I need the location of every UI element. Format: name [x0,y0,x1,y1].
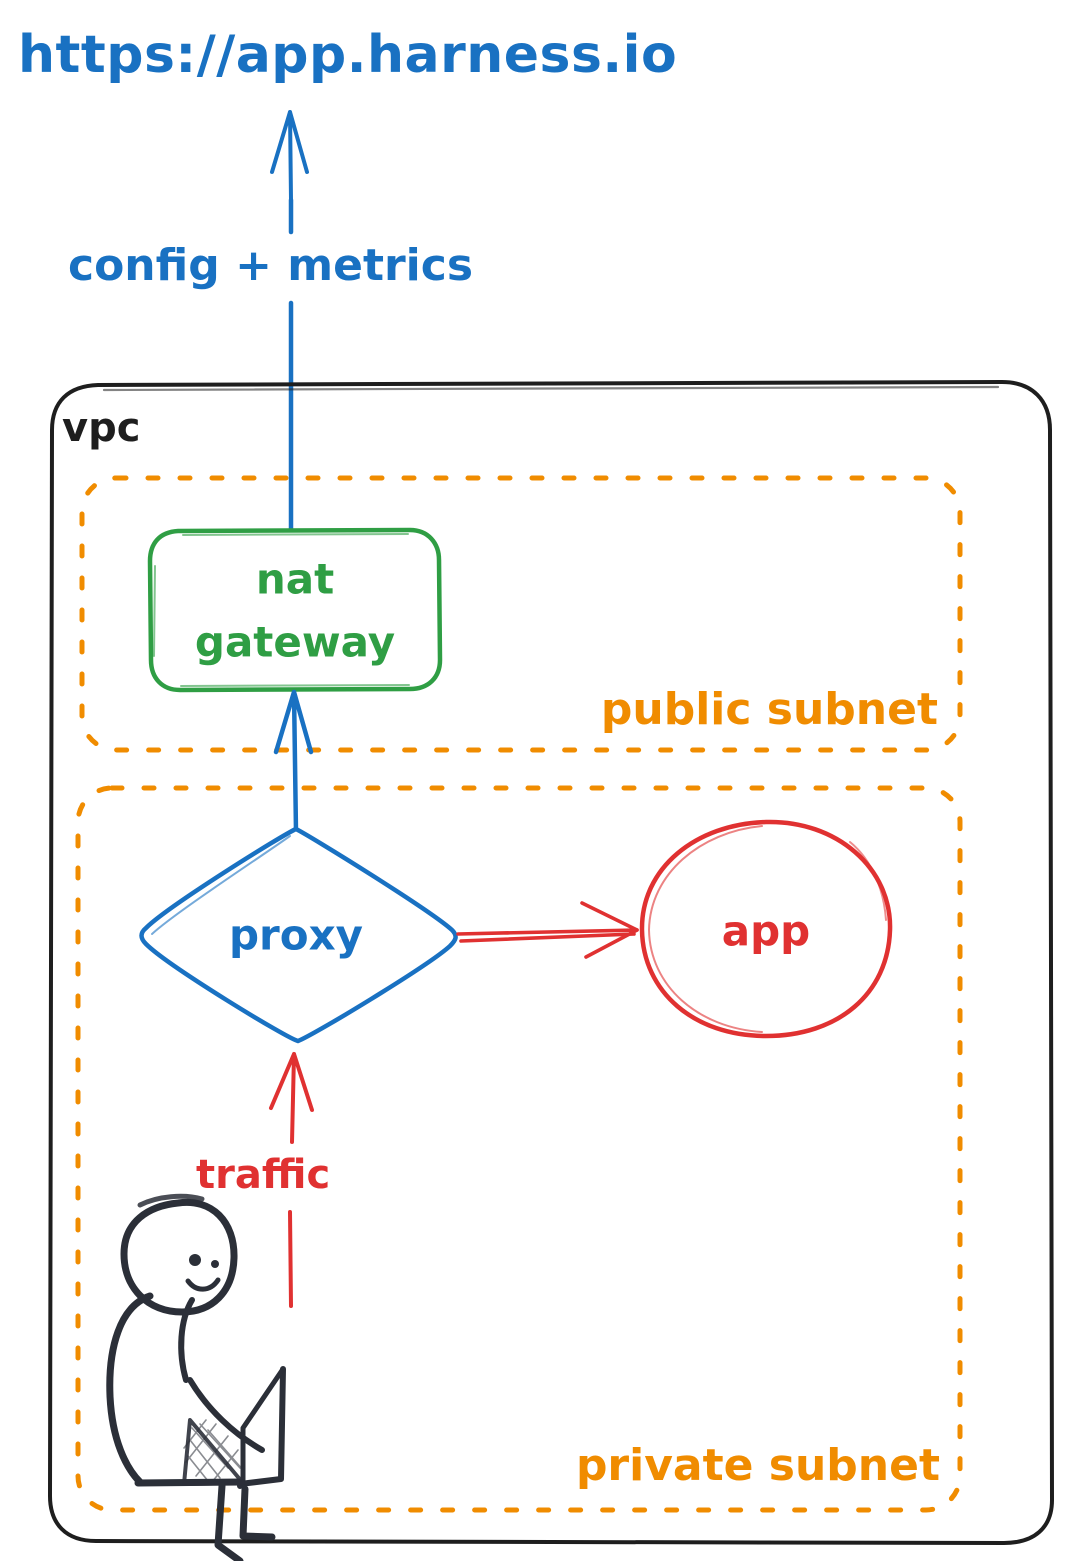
laptop-screen [240,1366,286,1487]
uplink-arrowhead [270,110,309,202]
edge-user-to-proxy [269,1052,314,1308]
vpc-container [48,380,1054,1545]
proxy-sketch-overlay [151,835,291,935]
user-smile [185,1277,221,1292]
user-head [120,1198,238,1316]
uplink-label: config + metrics [68,240,473,291]
user-arm [187,1377,265,1453]
private-subnet-border [75,785,963,1513]
user-with-laptop-icon [106,1193,286,1561]
edge-nat-to-internet [270,110,309,533]
node-app[interactable]: app [639,819,893,1039]
app-sketch-overlay-2 [849,841,887,921]
private-subnet-container [75,785,963,1513]
proxy-to-app-arrowhead [580,901,639,959]
user-leg-front [214,1482,244,1561]
proxy-shape [139,826,458,1044]
user-eye-second [211,1260,219,1268]
proxy-to-nat-arrow [273,689,314,835]
nat-gateway-shape [147,527,443,693]
nat-gateway-sketch-overlay [153,533,410,687]
laptop-screen-edge [237,1366,286,1489]
traffic-label: traffic [196,1152,330,1198]
private-subnet-label: private subnet [576,1440,940,1491]
user-hair [137,1193,205,1208]
edge-proxy-to-nat [273,689,314,835]
vpc-border-sketch-overlay [102,385,1000,392]
user-back [106,1292,154,1486]
nat-gateway-label-line1: nat [256,555,334,604]
public-subnet-border [79,475,963,753]
app-sketch-overlay [647,825,763,1033]
node-proxy[interactable]: proxy [139,826,458,1044]
laptop-keyboard-hatch [183,1419,244,1483]
vpc-border [48,380,1054,1545]
external-url-label: https://app.harness.io [18,25,677,85]
proxy-to-app-shaft [456,928,639,943]
proxy-label: proxy [229,911,363,960]
nat-gateway-label-line2: gateway [195,618,395,667]
public-subnet-label: public subnet [601,684,938,735]
user-chest [178,1297,195,1383]
user-eye [189,1254,201,1266]
public-subnet-container [79,475,963,753]
traffic-arrowhead [269,1052,314,1144]
edge-proxy-to-app [456,901,639,959]
node-nat-gateway[interactable]: nat gateway [147,527,443,693]
app-label: app [722,907,810,956]
user-leg-back [239,1485,276,1541]
vpc-label: vpc [62,405,140,451]
traffic-shaft-lower [288,1210,293,1308]
